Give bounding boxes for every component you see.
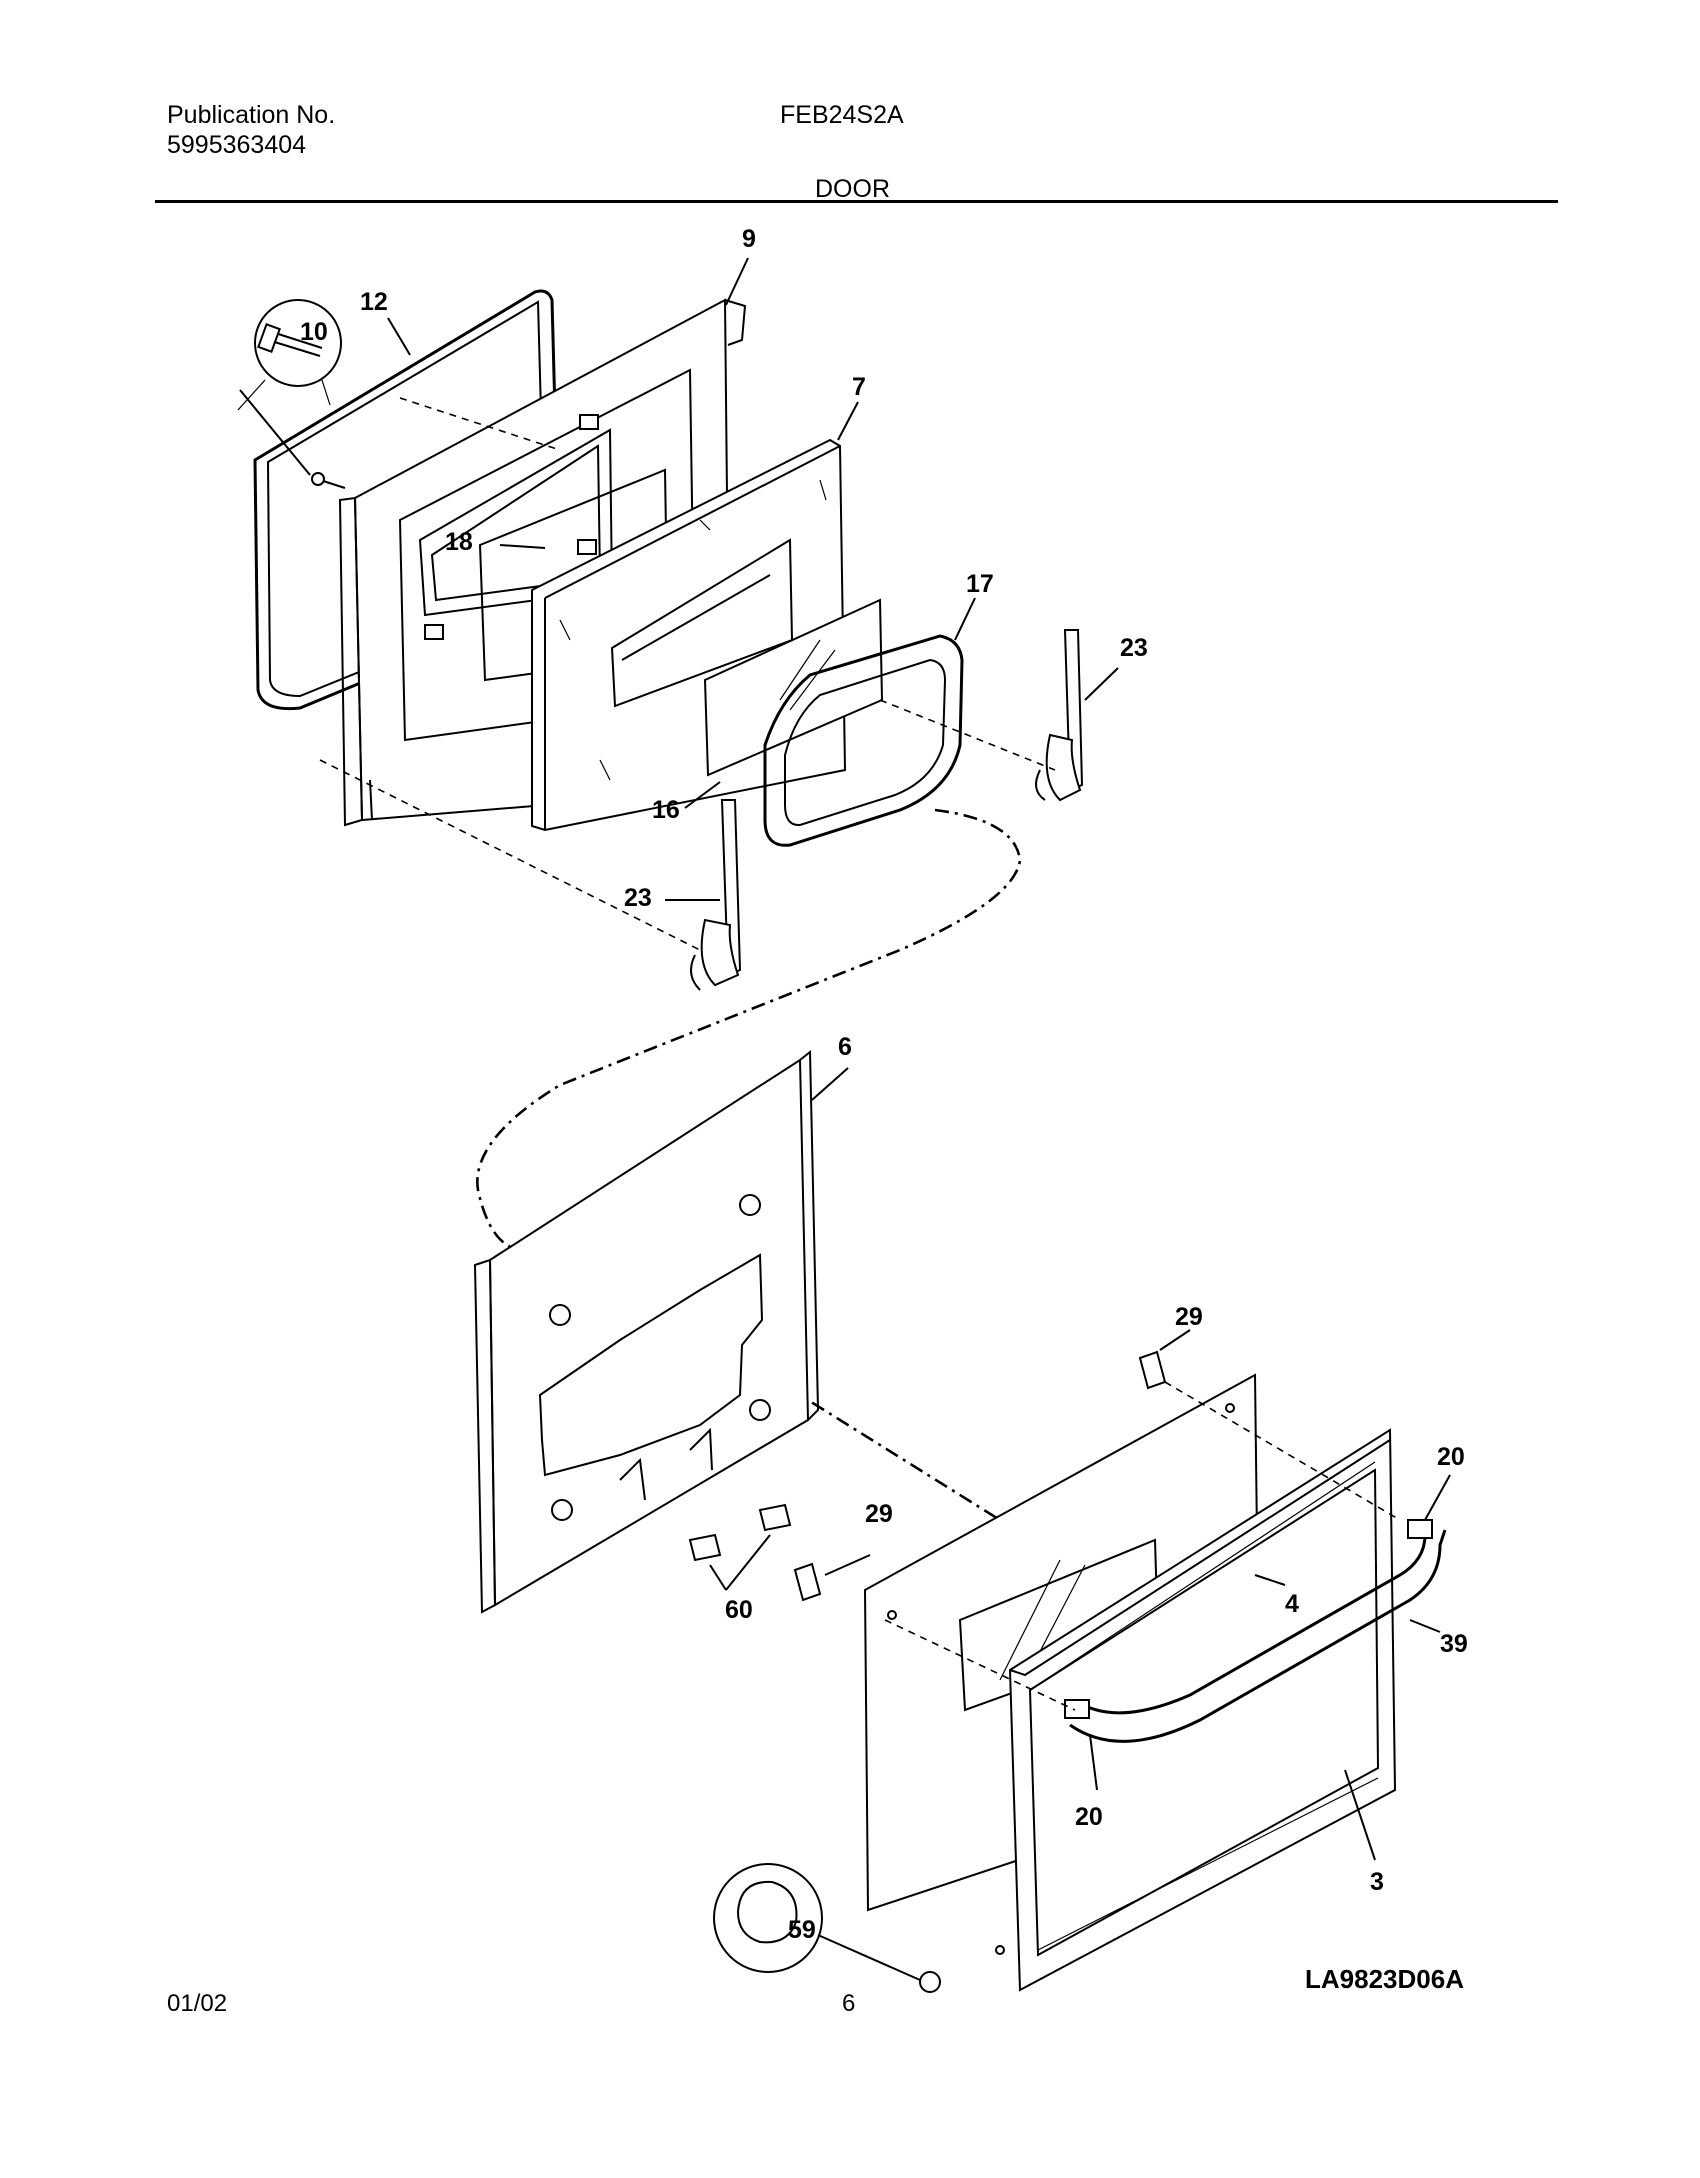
callout-23-right: 23: [1120, 634, 1148, 662]
callout-29-right: 29: [1175, 1303, 1203, 1331]
publication-number: 5995363404: [167, 131, 307, 159]
door-spacer-blocks: [688, 1503, 792, 1591]
guide-line: [319, 759, 701, 951]
door-screw: [237, 299, 346, 489]
door-handle: [1064, 1519, 1447, 1743]
callout-17: 17: [966, 570, 994, 598]
callout-39: 39: [1440, 1630, 1468, 1658]
model-number: FEB24S2A: [780, 101, 904, 129]
header-rule: [155, 200, 1558, 203]
door-hinge-right: [1035, 629, 1084, 802]
guide-line: [399, 397, 561, 451]
publication-label: Publication No.: [167, 101, 336, 129]
callout-59: 59: [788, 1916, 816, 1944]
callout-18: 18: [445, 528, 473, 556]
publication-date: 01/02: [167, 1990, 228, 2017]
door-frame: [1008, 1428, 1397, 1992]
callout-7: 7: [852, 373, 866, 401]
door-pins: [793, 1329, 1191, 1602]
guide-line: [884, 1619, 1076, 1711]
diagram-code: LA9823D06A: [1305, 1964, 1464, 1994]
guide-line: [1164, 1381, 1401, 1521]
callout-20-left: 20: [1075, 1803, 1103, 1831]
callout-20-right: 20: [1437, 1443, 1465, 1471]
callout-16: 16: [652, 796, 680, 824]
callout-10: 10: [300, 318, 328, 346]
callout-leaders: [239, 257, 1451, 1861]
section-title: DOOR: [815, 175, 890, 203]
callout-6: 6: [838, 1033, 852, 1061]
glass-frame: [763, 634, 964, 847]
page-number: 6: [842, 1990, 856, 2017]
door-plug: [713, 1863, 1005, 1993]
callout-60: 60: [725, 1596, 753, 1624]
assembly-loop: [476, 808, 1022, 1252]
callout-4: 4: [1285, 1590, 1299, 1618]
callout-23-left: 23: [624, 884, 652, 912]
guide-line: [879, 699, 1056, 771]
callout-29-left: 29: [865, 1500, 893, 1528]
callout-3: 3: [1370, 1868, 1384, 1896]
callout-12: 12: [360, 288, 388, 316]
door-hinge-left: [690, 799, 742, 991]
outer-door-panel: [473, 1049, 820, 1614]
callout-9: 9: [742, 225, 756, 253]
